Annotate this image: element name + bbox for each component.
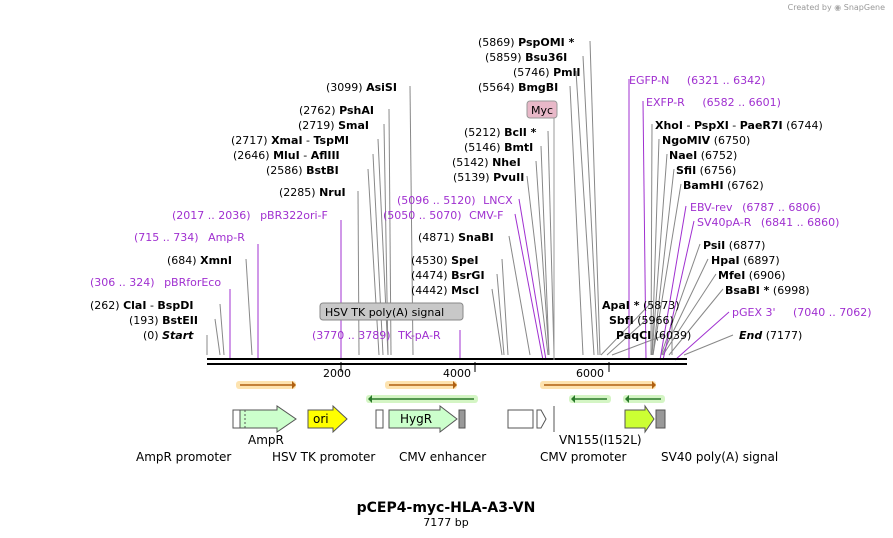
cmv-enhancer-feature	[507, 409, 534, 429]
site-label: ApaI * (5873)	[602, 299, 680, 312]
site-label: (5859) Bsu36I	[485, 51, 567, 64]
ruler-tick-2000: 2000	[323, 367, 351, 380]
sv40-polya-label: SV40 poly(A) signal	[661, 450, 778, 464]
site-label: (3099) AsiSI	[326, 81, 397, 94]
site-label: End (7177)	[739, 329, 802, 342]
credit-prefix: Created by	[787, 3, 832, 12]
site-label: (5146) BmtI	[464, 141, 533, 154]
hsv-polya-feature	[458, 409, 466, 429]
site-label: (5139) PvuII	[453, 171, 524, 184]
site-label: BamHI (6762)	[683, 179, 764, 192]
ampr-feature	[239, 405, 297, 433]
enzyme-leader-lines	[206, 40, 734, 356]
site-label: PaqCI (6039)	[616, 329, 691, 342]
credit-line: Created by ◉ SnapGene	[788, 3, 885, 12]
sequence-backbone	[207, 358, 687, 372]
primer-label: SV40pA-R (6841 .. 6860)	[697, 216, 839, 229]
hsv-tk-promoter-feature	[375, 409, 384, 429]
primer-label: (306 .. 324) pBRforEco	[90, 276, 221, 289]
site-label: (0) Start	[143, 329, 194, 342]
ruler-tick-4000: 4000	[443, 367, 471, 380]
primer-label: EBV-rev (6787 .. 6806)	[690, 201, 821, 214]
primer-label: (5096 .. 5120) LNCX	[397, 194, 513, 207]
primer-labels: EGFP-N (6321 .. 6342) EXFP-R (6582 .. 66…	[90, 74, 872, 342]
plasmid-name: pCEP4-myc-HLA-A3-VN	[357, 500, 536, 516]
ruler-tick-6000: 6000	[576, 367, 604, 380]
site-label: NaeI (6752)	[669, 149, 737, 162]
site-label: HpaI (6897)	[711, 254, 780, 267]
cmv-enhancer-label: CMV enhancer	[399, 450, 486, 464]
hsv-label-text: HSV TK poly(A) signal	[325, 306, 444, 319]
site-label: SbfI (5966)	[609, 314, 674, 327]
vn155-label: VN155(I152L)	[559, 433, 642, 447]
site-label: (4474) BsrGI	[411, 269, 485, 282]
hsv-tk-promoter-label: HSV TK promoter	[272, 450, 375, 464]
site-label: SfiI (6756)	[676, 164, 736, 177]
site-label: (262) ClaI - BspDI	[90, 299, 193, 312]
site-label: (2646) MluI - AflIII	[233, 149, 340, 162]
site-label: (5212) BclI *	[464, 126, 537, 139]
myc-tag-label: Myc	[526, 100, 558, 360]
vn155-feature	[624, 404, 655, 434]
cmv-promoter-feature	[536, 409, 547, 429]
site-label: (4871) SnaBI	[418, 231, 494, 244]
site-label: (5869) PspOMI *	[478, 36, 575, 49]
primer-label: pGEX 3' (7040 .. 7062)	[732, 306, 872, 319]
hsv-tk-polya-label: HSV TK poly(A) signal	[319, 302, 464, 321]
site-label: (4442) MscI	[411, 284, 479, 297]
ori-feature	[307, 404, 348, 434]
primer-label: (715 .. 734) Amp-R	[134, 231, 245, 244]
ori-label: ori	[313, 412, 329, 426]
site-label: BsaBI * (6998)	[725, 284, 810, 297]
site-label: (5746) PmlI	[513, 66, 580, 79]
site-label: (684) XmnI	[167, 254, 232, 267]
ampr-label: AmpR	[248, 433, 284, 447]
site-label: XhoI - PspXI - PaeR7I (6744)	[655, 119, 823, 132]
sv40-polya-feature	[655, 409, 666, 429]
hygr-feature	[388, 404, 458, 434]
primer-leader-lines	[229, 79, 730, 361]
primer-label: (5050 .. 5070) CMV-F	[383, 209, 503, 222]
hygr-label: HygR	[400, 412, 432, 426]
myc-label-text: Myc	[531, 104, 553, 117]
snapgene-logo-icon: ◉	[834, 3, 842, 12]
site-label: (2717) XmaI - TspMI	[231, 134, 349, 147]
site-label: (4530) SpeI	[411, 254, 478, 267]
primer-label: (3770 .. 3789) TK-pA-R	[312, 329, 441, 342]
plasmid-size: 7177 bp	[423, 516, 468, 529]
feature-labels: AmpR VN155(I152L) AmpR promoter HSV TK p…	[136, 433, 778, 464]
site-label: (2719) SmaI	[298, 119, 369, 132]
enzyme-labels-right: XhoI - PspXI - PaeR7I (6744) NgoMIV (675…	[602, 119, 823, 342]
site-label: (2586) BstBI	[266, 164, 339, 177]
site-label: PsiI (6877)	[703, 239, 765, 252]
site-label: (2285) NruI	[279, 186, 346, 199]
enzyme-labels-left: (5869) PspOMI * (5859) Bsu36I (5746) Pml…	[90, 36, 580, 342]
primer-label: EGFP-N (6321 .. 6342)	[629, 74, 765, 87]
site-label: (5142) NheI	[452, 156, 521, 169]
cmv-promoter-label: CMV promoter	[540, 450, 627, 464]
ampr-promoter-label: AmpR promoter	[136, 450, 231, 464]
credit-brand: SnapGene	[843, 3, 885, 12]
primer-label: EXFP-R (6582 .. 6601)	[646, 96, 781, 109]
site-label: (5564) BmgBI	[478, 81, 558, 94]
site-label: (2762) PshAI	[299, 104, 374, 117]
feature-track: ori HygR	[232, 404, 666, 434]
site-label: (193) BstEII	[129, 314, 198, 327]
primer-label: (2017 .. 2036) pBR322ori-F	[172, 209, 328, 222]
site-label: NgoMIV (6750)	[662, 134, 750, 147]
site-label: MfeI (6906)	[718, 269, 785, 282]
primer-arrows	[236, 381, 665, 403]
ampr-promoter-feature	[232, 409, 241, 429]
